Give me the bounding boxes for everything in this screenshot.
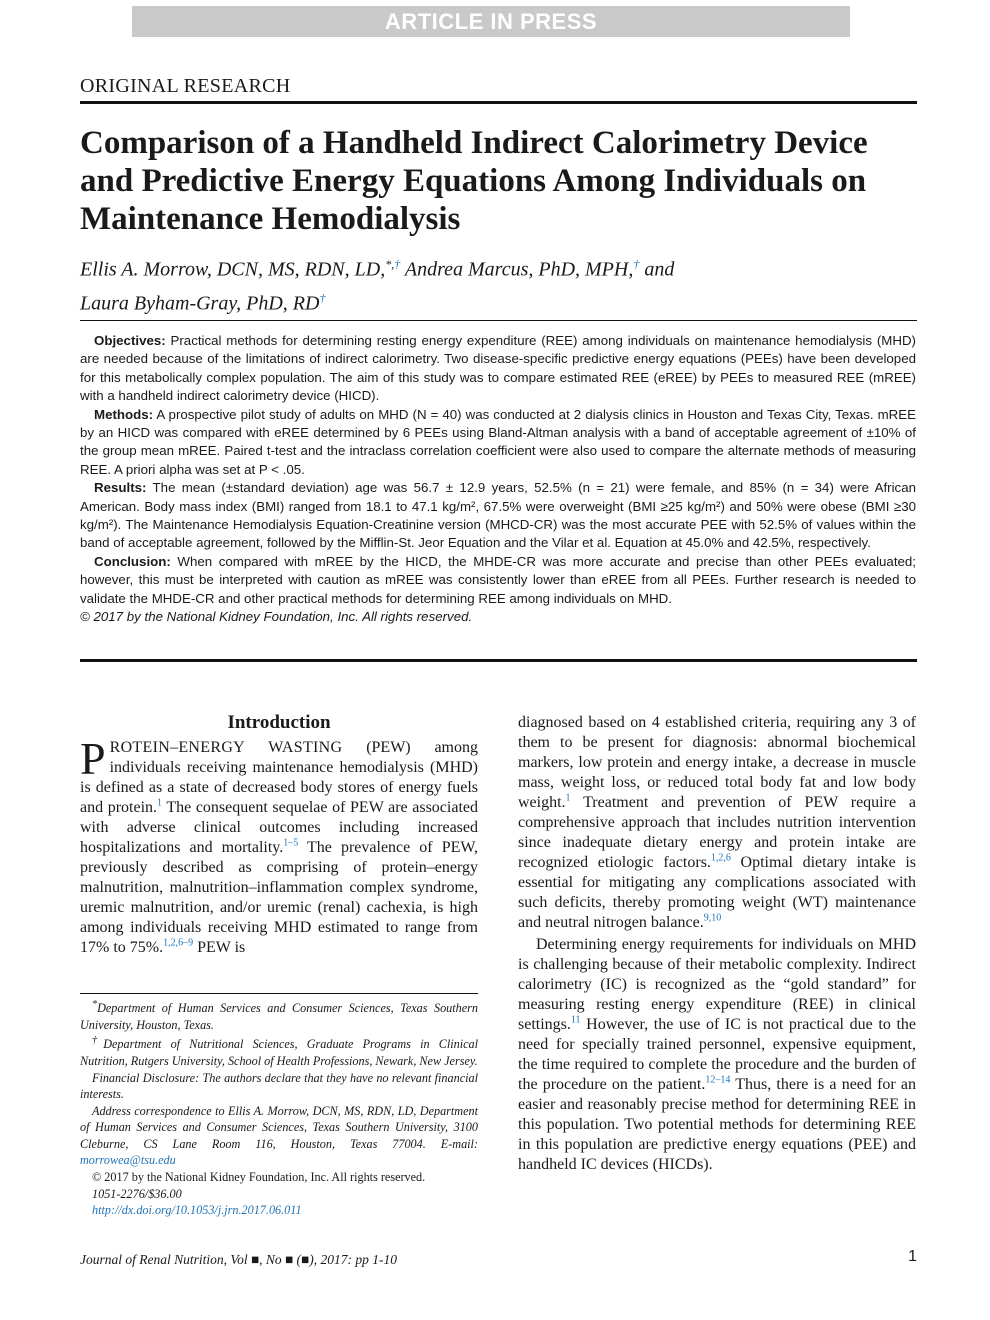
email-link[interactable]: morrowea@tsu.edu bbox=[80, 1153, 176, 1168]
citation-link[interactable]: 1 bbox=[157, 797, 163, 809]
citation-link[interactable]: 12–14 bbox=[705, 1074, 731, 1086]
journal-footer: Journal of Renal Nutrition, Vol ■, No ■ … bbox=[80, 1252, 397, 1267]
right-paragraph-1: diagnosed based on 4 established criteri… bbox=[518, 714, 916, 931]
section-label: ORIGINAL RESEARCH bbox=[80, 75, 291, 97]
footnotes: *Department of Human Services and Consum… bbox=[80, 997, 478, 1219]
author-3: Laura Byham-Gray, PhD, RD bbox=[80, 292, 320, 315]
footnote-affiliation-2: †Department of Nutritional Sciences, Gra… bbox=[80, 1035, 478, 1068]
citation-link[interactable]: 1,2,6 bbox=[710, 852, 731, 864]
doi-link[interactable]: http://dx.doi.org/10.1053/j.jrn.2017.06.… bbox=[92, 1203, 302, 1218]
abstract-methods: Methods: A prospective pilot study of ad… bbox=[80, 406, 916, 477]
abstract-copyright: © 2017 by the National Kidney Foundation… bbox=[80, 609, 473, 625]
footnote-disclosure: Financial Disclosure: The authors declar… bbox=[80, 1070, 478, 1102]
author-2: Andrea Marcus, PhD, MPH, bbox=[400, 258, 634, 281]
citation-link[interactable]: 9,10 bbox=[703, 912, 722, 924]
author-list: Ellis A. Morrow, DCN, MS, RDN, LD,*,† An… bbox=[80, 250, 910, 317]
drop-cap: P bbox=[80, 733, 106, 784]
footnote-affiliation-1: *Department of Human Services and Consum… bbox=[80, 999, 478, 1032]
right-paragraph-2: Determining energy requirements for indi… bbox=[518, 936, 917, 1173]
abstract-bottom-rule bbox=[80, 659, 917, 662]
article-in-press-banner: ARTICLE IN PRESS bbox=[132, 6, 850, 37]
introduction-heading: Introduction bbox=[227, 712, 331, 733]
author-3-affil-mark: † bbox=[319, 290, 326, 305]
page-number: 1 bbox=[908, 1248, 917, 1265]
footnote-copyright: © 2017 by the National Kidney Foundation… bbox=[92, 1170, 426, 1185]
footnote-issn: 1051-2276/$36.00 bbox=[92, 1186, 182, 1201]
author-2-affil-mark: † bbox=[633, 257, 640, 271]
author-conjunction: and bbox=[639, 258, 675, 281]
citation-link[interactable]: 1,2,6–9 bbox=[163, 937, 194, 949]
author-1-affil-marks: *,† bbox=[385, 257, 401, 271]
citation-link[interactable]: 1 bbox=[565, 792, 571, 804]
abstract-objectives: Objectives: Practical methods for determ… bbox=[80, 333, 916, 404]
author-1: Ellis A. Morrow, DCN, MS, RDN, LD, bbox=[80, 258, 386, 281]
abstract-results: Results: The mean (±standard deviation) … bbox=[80, 480, 916, 551]
citation-link[interactable]: 11 bbox=[570, 1014, 581, 1026]
citation-link[interactable]: 1–5 bbox=[283, 837, 299, 849]
footnote-correspondence: Address correspondence to Ellis A. Morro… bbox=[80, 1103, 478, 1168]
abstract-conclusion: Conclusion: When compared with mREE by t… bbox=[80, 553, 916, 606]
right-column: diagnosed based on 4 established criteri… bbox=[518, 713, 916, 1175]
footnote-rule bbox=[80, 993, 478, 994]
header-rule bbox=[80, 101, 917, 104]
abstract: Objectives: Practical methods for determ… bbox=[80, 332, 916, 627]
abstract-top-rule bbox=[80, 320, 917, 321]
article-title: Comparison of a Handheld Indirect Calori… bbox=[80, 125, 868, 237]
